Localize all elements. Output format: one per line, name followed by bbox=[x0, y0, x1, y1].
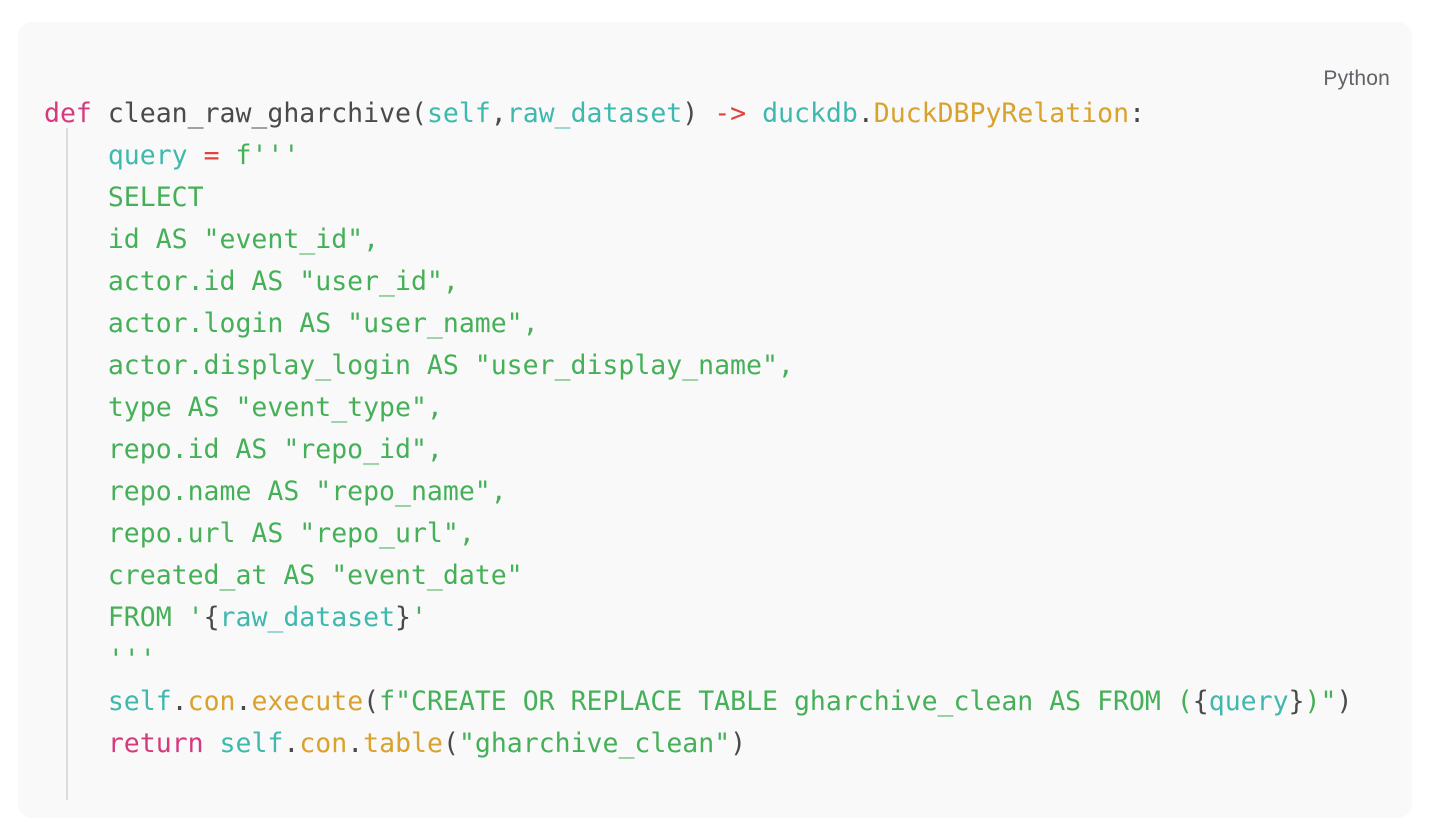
code-token: id AS "event_id", bbox=[44, 223, 380, 255]
code-token: ' bbox=[411, 601, 427, 633]
code-token: : bbox=[1129, 97, 1146, 129]
code-token: self bbox=[426, 97, 491, 129]
code-token: FROM ' bbox=[44, 601, 204, 633]
code-token: raw_dataset bbox=[219, 601, 396, 633]
code-token bbox=[220, 140, 236, 171]
code-token: SELECT bbox=[44, 181, 204, 213]
code-token: ( bbox=[442, 727, 459, 759]
code-line: actor.login AS "user_name", bbox=[44, 308, 539, 339]
code-token bbox=[746, 98, 762, 129]
code-token: actor.id AS "user_id", bbox=[44, 265, 459, 297]
code-token: ) bbox=[1336, 685, 1353, 717]
code-token: ) bbox=[1304, 685, 1321, 717]
code-line: id AS "event_id", bbox=[44, 224, 379, 255]
code-token: . bbox=[283, 727, 300, 759]
code-token: query bbox=[107, 139, 188, 171]
code-token: . bbox=[347, 727, 364, 759]
code-token: ( bbox=[410, 97, 427, 129]
code-token bbox=[92, 98, 108, 129]
code-line: actor.display_login AS "user_display_nam… bbox=[44, 350, 794, 381]
code-line: SELECT bbox=[44, 182, 204, 213]
code-content[interactable]: def clean_raw_gharchive(self,raw_dataset… bbox=[44, 93, 1402, 765]
code-token: DuckDBPyRelation bbox=[873, 97, 1130, 129]
code-token: -> bbox=[714, 97, 747, 129]
code-line: FROM '{raw_dataset}' bbox=[44, 602, 427, 633]
code-token: , bbox=[490, 97, 507, 129]
code-token bbox=[44, 728, 108, 759]
code-token: repo.name AS "repo_name", bbox=[44, 475, 507, 507]
code-token: self bbox=[107, 685, 172, 717]
code-token: ''' bbox=[44, 643, 156, 675]
code-token bbox=[44, 140, 108, 171]
code-line: self.con.execute(f"CREATE OR REPLACE TAB… bbox=[44, 685, 1353, 717]
code-line: ''' bbox=[44, 644, 156, 675]
code-token: { bbox=[203, 601, 220, 633]
code-token: con bbox=[187, 685, 236, 717]
code-line: def clean_raw_gharchive(self,raw_dataset… bbox=[44, 98, 1145, 129]
language-label: Python bbox=[1323, 67, 1390, 90]
code-token: return bbox=[107, 727, 204, 759]
code-token: f''' bbox=[235, 139, 300, 171]
code-token: . bbox=[235, 685, 252, 717]
code-line: actor.id AS "user_id", bbox=[44, 266, 459, 297]
code-block-card: Python def clean_raw_gharchive(self,raw_… bbox=[18, 22, 1412, 818]
code-token: ( bbox=[363, 685, 380, 717]
code-token: . bbox=[171, 685, 188, 717]
code-token: table bbox=[363, 727, 443, 759]
code-token: ) bbox=[682, 97, 699, 129]
code-token: ) bbox=[730, 727, 747, 759]
code-line: created_at AS "event_date" bbox=[44, 560, 523, 591]
code-line: type AS "event_type", bbox=[44, 392, 443, 423]
code-token bbox=[204, 728, 220, 759]
code-token: { bbox=[1192, 685, 1209, 717]
code-token: } bbox=[1288, 685, 1305, 717]
code-token: = bbox=[203, 139, 220, 171]
code-token: . bbox=[857, 97, 874, 129]
code-token: "gharchive_clean" bbox=[458, 727, 731, 759]
code-token bbox=[188, 140, 204, 171]
code-token: actor.login AS "user_name", bbox=[44, 307, 539, 339]
code-token: type AS "event_type", bbox=[44, 391, 443, 423]
code-token bbox=[44, 686, 108, 717]
code-token: self bbox=[219, 727, 284, 759]
code-token: repo.url AS "repo_url", bbox=[44, 517, 475, 549]
code-line: query = f''' bbox=[44, 139, 300, 171]
code-token: repo.id AS "repo_id", bbox=[44, 433, 443, 465]
code-token: raw_dataset bbox=[506, 97, 683, 129]
code-line: return self.con.table("gharchive_clean") bbox=[44, 728, 746, 759]
code-token: execute bbox=[251, 685, 364, 717]
code-token: query bbox=[1208, 685, 1289, 717]
code-token: created_at AS "event_date" bbox=[44, 559, 523, 591]
code-line: repo.name AS "repo_name", bbox=[44, 476, 507, 507]
code-token: clean_raw_gharchive bbox=[107, 97, 411, 129]
code-token: " bbox=[1320, 685, 1337, 717]
code-line: repo.url AS "repo_url", bbox=[44, 518, 475, 549]
code-token: actor.display_login AS "user_display_nam… bbox=[44, 349, 794, 381]
indent-guide bbox=[66, 128, 68, 800]
code-token: duckdb bbox=[762, 97, 858, 129]
code-token: } bbox=[395, 601, 411, 633]
code-token: def bbox=[44, 97, 92, 129]
code-line: repo.id AS "repo_id", bbox=[44, 434, 443, 465]
code-token: f"CREATE OR REPLACE TABLE gharchive_clea… bbox=[379, 685, 1193, 717]
code-token bbox=[698, 98, 714, 129]
code-token: con bbox=[299, 727, 348, 759]
